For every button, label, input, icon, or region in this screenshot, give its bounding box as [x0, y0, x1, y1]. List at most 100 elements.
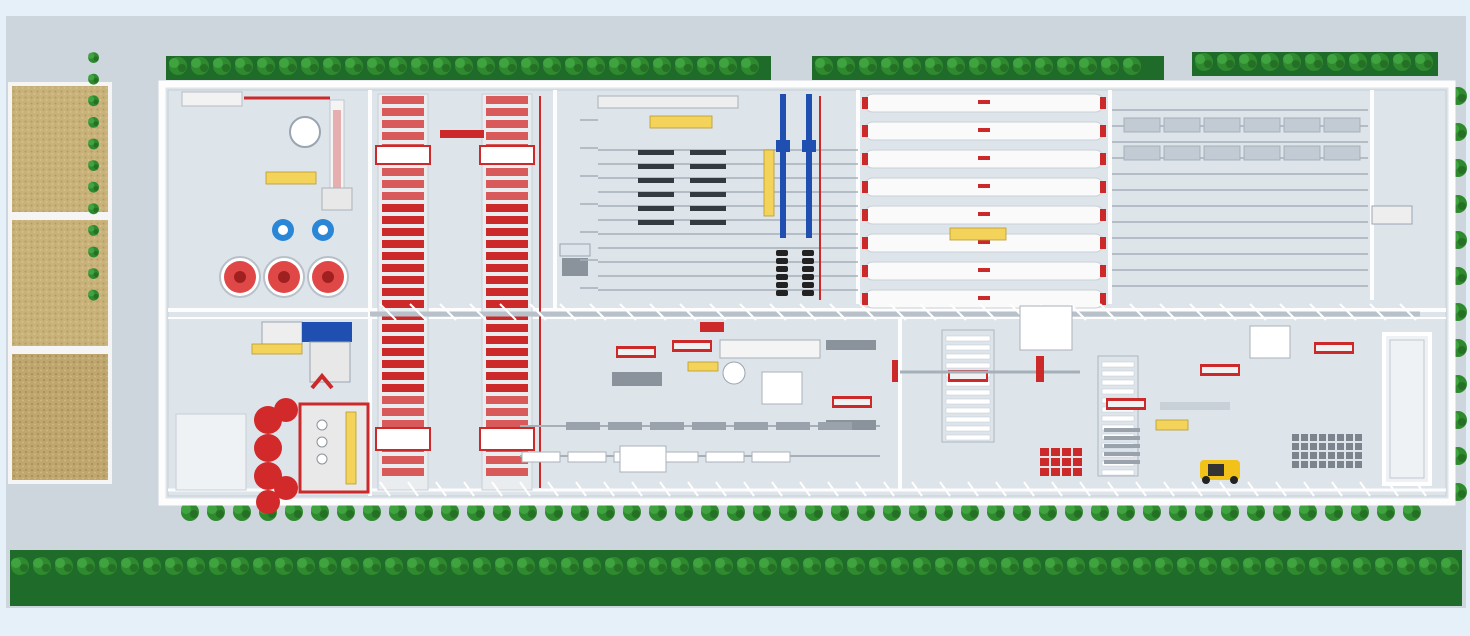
conveyor-slat: [382, 120, 424, 128]
tree-icon: [609, 57, 627, 75]
tree-icon: [1089, 557, 1107, 575]
shelf-row: [1104, 436, 1140, 440]
shelf-row: [1104, 428, 1140, 432]
tree-icon: [883, 503, 901, 521]
pallet-stack-icon: [1319, 452, 1326, 459]
tree-icon: [1221, 503, 1239, 521]
tree-icon: [1419, 557, 1437, 575]
red-block: [1073, 448, 1082, 456]
pallet-stack-icon: [1355, 443, 1362, 450]
tree-icon: [947, 57, 965, 75]
red-block: [1062, 468, 1071, 476]
tree-icon: [753, 503, 771, 521]
tree-icon: [1123, 57, 1141, 75]
tree-icon: [1393, 53, 1411, 71]
corridor-tick: [1219, 303, 1237, 321]
red-block: [1040, 468, 1049, 476]
tree-icon: [571, 503, 589, 521]
motor-block: [802, 258, 814, 264]
storage-box: [1283, 117, 1321, 133]
tree-icon: [213, 57, 231, 75]
bin-icon: [616, 346, 656, 358]
storage-box: [1163, 117, 1201, 133]
tree-icon: [675, 503, 693, 521]
corridor-tick: [469, 303, 487, 321]
tree-icon: [815, 57, 833, 75]
wall-tick: [1219, 481, 1231, 497]
tree-icon: [1353, 557, 1371, 575]
wall-tick: [771, 481, 783, 497]
right-top-area: [1112, 109, 1413, 287]
corridor-tick: [499, 303, 517, 321]
tree-icon: [935, 557, 953, 575]
tree-icon: [869, 557, 887, 575]
motor-block: [802, 290, 814, 296]
machine-bar: [638, 164, 674, 169]
corridor-tick: [1069, 303, 1087, 321]
conveyor-slat: [486, 408, 528, 416]
pallet-stack-icon: [1301, 443, 1308, 450]
corridor-tick: [1099, 303, 1117, 321]
pallet-stack-icon: [1337, 443, 1344, 450]
wall-tick: [827, 481, 839, 497]
corridor-tick: [889, 303, 907, 321]
red-block: [1062, 448, 1071, 456]
motor-block: [776, 250, 788, 256]
pallet-stack-icon: [1355, 461, 1362, 468]
grain-silo-3: [8, 350, 112, 484]
corridor-tick: [1399, 303, 1417, 321]
conveyor-slat: [382, 456, 424, 464]
shelf-row: [1104, 460, 1140, 464]
dryer-logo: [978, 128, 990, 132]
wall-tick: [1359, 481, 1371, 497]
corridor-tick: [739, 303, 757, 321]
corridor-tick: [979, 303, 997, 321]
tree-icon: [1195, 503, 1213, 521]
conveyor-slat: [382, 420, 424, 428]
corridor-tick: [529, 303, 547, 321]
motor-block: [776, 282, 788, 288]
storage-box: [1163, 145, 1201, 161]
tree-icon: [737, 557, 755, 575]
tree-icon: [779, 503, 797, 521]
building-wall-outer: [158, 80, 1456, 506]
corridor-tick: [1339, 303, 1357, 321]
machine-bar: [638, 178, 674, 183]
conveyor-slat: [382, 396, 424, 404]
tree-icon: [1265, 557, 1283, 575]
conveyor-slat: [486, 288, 528, 296]
conveyor-slat: [382, 372, 424, 380]
machine-bar: [690, 164, 726, 169]
conveyor-slat: [486, 300, 528, 308]
storage-box: [1203, 145, 1241, 161]
tree-icon: [837, 57, 855, 75]
tree-icon: [233, 503, 251, 521]
corridor-tick: [1189, 303, 1207, 321]
tree-icon: [1239, 53, 1257, 71]
tree-icon: [1327, 53, 1345, 71]
tree-icon: [781, 557, 799, 575]
wall-tick: [967, 481, 979, 497]
tree-icon: [1397, 557, 1415, 575]
tree-icon: [935, 503, 953, 521]
pallet-stack-icon: [1319, 461, 1326, 468]
tree-icon: [88, 95, 100, 107]
wall-tick: [407, 481, 419, 497]
tree-icon: [1111, 557, 1129, 575]
ladder-rung: [1101, 469, 1135, 476]
tree-icon: [1403, 503, 1421, 521]
pallet-stack-icon: [1355, 452, 1362, 459]
tree-icon: [1351, 503, 1369, 521]
rail-area: [580, 94, 858, 300]
pallet-stack-icon: [1346, 443, 1353, 450]
motor-block: [776, 290, 788, 296]
tree-icon: [987, 503, 1005, 521]
conveyor-slat: [486, 96, 528, 104]
tree-icon: [825, 557, 843, 575]
tree-icon: [1195, 53, 1213, 71]
tree-icon: [495, 557, 513, 575]
ladder-rung: [1101, 388, 1135, 395]
tree-icon: [543, 57, 561, 75]
tree-icon: [415, 503, 433, 521]
tree-icon: [323, 57, 341, 75]
